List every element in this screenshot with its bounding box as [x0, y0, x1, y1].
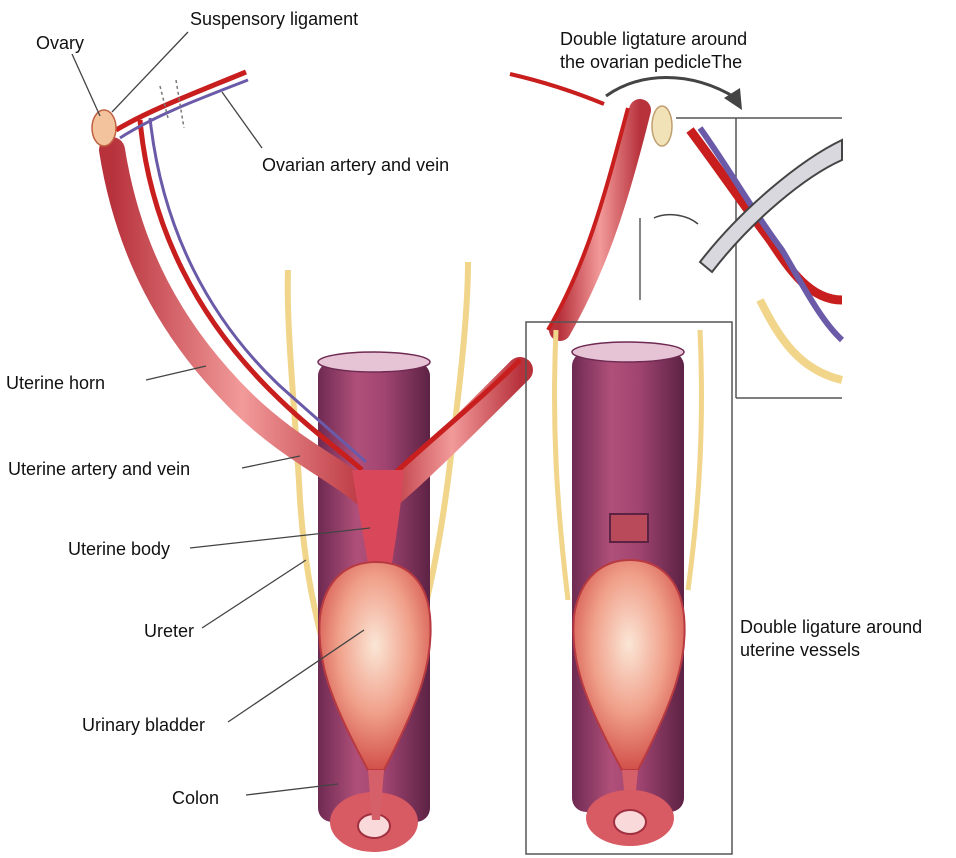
label-uterine-body: Uterine body	[68, 538, 170, 560]
label-ovarian-artery-vein: Ovarian artery and vein	[262, 154, 449, 176]
right-ovary	[652, 106, 672, 146]
leader-ureter	[202, 560, 306, 628]
leader-uterine-horn	[146, 366, 206, 380]
label-uterine-artery-vein: Uterine artery and vein	[8, 458, 190, 480]
label-urinary-bladder: Urinary bladder	[82, 714, 205, 736]
ligature-thread	[654, 215, 698, 224]
label-ovary: Ovary	[36, 32, 84, 54]
zoomed-vessel-yellow	[760, 300, 842, 380]
inset-left-ureter	[555, 330, 569, 600]
curved-arrow	[606, 78, 736, 99]
inset-colon-top	[572, 342, 684, 362]
uterine-vessel-inset	[526, 322, 732, 854]
label-ureter: Ureter	[144, 620, 194, 642]
label-suspensory-ligament: Suspensory ligament	[190, 8, 358, 30]
colon-top	[318, 352, 430, 372]
ovarian-artery	[116, 72, 246, 130]
left-ovary	[92, 110, 116, 146]
inset-anus-inner	[614, 810, 646, 834]
label-double-ligature-ovarian-1: Double ligtature around	[560, 28, 747, 50]
label-colon: Colon	[172, 787, 219, 809]
inset-right-ureter	[688, 330, 702, 590]
label-double-ligature-uterine-2: uterine vessels	[740, 639, 860, 661]
label-uterine-horn: Uterine horn	[6, 372, 105, 394]
leader-uterine-artery-vein	[242, 456, 300, 468]
right-ovarian-artery	[510, 74, 604, 104]
right-horn-upper	[560, 110, 640, 330]
leader-ovary	[72, 54, 100, 116]
ligation-mark-2	[176, 80, 184, 128]
label-double-ligature-uterine-1: Double ligature around	[740, 616, 922, 638]
leader-ovarian-artery-vein	[222, 92, 262, 148]
ligated-uterine-stump	[610, 514, 648, 542]
label-double-ligature-ovarian-2: the ovarian pedicleThe	[560, 51, 742, 73]
